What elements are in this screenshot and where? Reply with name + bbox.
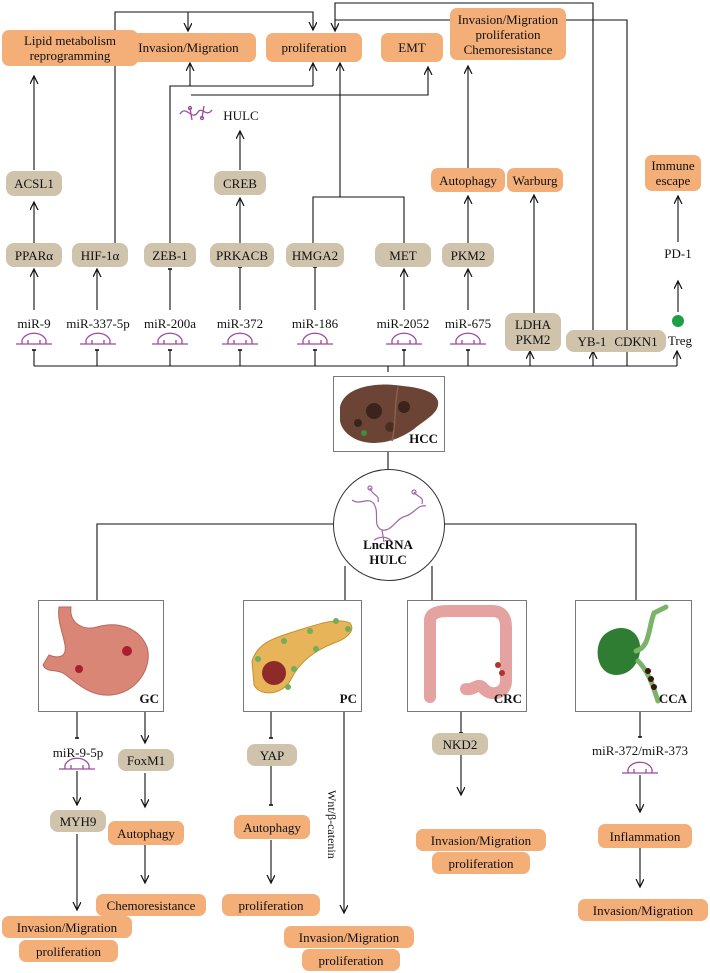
gallbladder-icon (597, 604, 669, 704)
pkm2-reg-label: PKM2 (515, 332, 551, 347)
mir337-label: miR-337-5p (66, 315, 130, 331)
gc-mir-label: miR-9-5p (52, 744, 104, 760)
proliferation-top-box: proliferation (266, 33, 362, 62)
crc-colon-panel: CRC (407, 600, 527, 712)
lncrna-hulc-circle (333, 469, 445, 581)
lipid-metabolism-box: Lipid metabolism reprogramming (2, 30, 138, 66)
combo-line-1: Invasion/Migration (457, 11, 559, 27)
hmga2-box: HMGA2 (286, 243, 344, 267)
lncrna-structure-icon (351, 485, 427, 543)
mirna-glyph (450, 332, 486, 345)
stomach-icon (42, 606, 149, 696)
mirna-glyph (222, 332, 258, 345)
nkd2-box: NKD2 (432, 733, 488, 755)
gc-label: GC (139, 691, 160, 706)
pc-pancreas-panel: PC (243, 600, 362, 712)
hulc-label: HULC (223, 107, 259, 123)
treg-label: Treg (667, 332, 693, 348)
pd1-label: PD-1 (664, 245, 692, 261)
mir9-label: miR-9 (17, 315, 51, 331)
hcc-label: HCC (409, 431, 438, 446)
mir372-label: miR-372 (216, 315, 264, 331)
yap-box: YAP (247, 744, 297, 766)
ldha-label: LDHA (514, 317, 552, 332)
hcc-liver-panel: HCC (333, 376, 445, 452)
gc-proliferation-box: proliferation (19, 940, 118, 962)
mirna-glyph (80, 332, 116, 345)
mir675-label: miR-675 (444, 315, 492, 331)
hif1a-box: HIF-1α (72, 243, 128, 267)
yb1-box: YB-1 (566, 330, 618, 352)
pc-invasion-box: Invasion/Migration (284, 926, 414, 948)
pc-proliferation2-box: proliferation (302, 949, 400, 971)
gc-invasion-box: Invasion/Migration (2, 916, 132, 938)
pc-autophagy-box: Autophagy (234, 815, 310, 839)
gc-stomach-panel: GC (38, 600, 164, 712)
mir186-label: miR-186 (291, 315, 339, 331)
crc-label: CRC (493, 691, 522, 706)
gc-autophagy-box: Autophagy (108, 821, 184, 845)
mirna-glyph (297, 332, 333, 345)
creb-box: CREB (214, 171, 266, 195)
lncrna-hulc-label: LncRNA HULC (333, 537, 443, 567)
treg-cell-icon (672, 315, 684, 327)
immune-escape-box: Immune escape (645, 155, 701, 191)
mirna-glyph (386, 332, 422, 345)
mir2052-label: miR-2052 (376, 315, 430, 331)
acsl1-box: ACSL1 (6, 171, 62, 196)
combo-line-2: proliferation (475, 26, 541, 42)
wnt-beta-catenin-label: Wnt/β-catenin (325, 790, 339, 859)
ldha-pkm2-box: LDHA PKM2 (505, 313, 561, 351)
crc-proliferation-box: proliferation (432, 852, 530, 874)
hulc-molecule-glyph (179, 105, 213, 121)
colon-icon (424, 605, 512, 703)
pancreas-icon (251, 618, 353, 694)
mir200a-label: miR-200a (144, 315, 196, 331)
lipid-label: Lipid metabolism reprogramming (23, 33, 117, 63)
mirna-glyph (152, 332, 188, 345)
inflammation-box: Inflammation (598, 824, 692, 848)
pkm2-box: PKM2 (442, 243, 494, 267)
cca-invasion-box: Invasion/Migration (578, 899, 708, 921)
autophagy-hcc-box: Autophagy (431, 168, 505, 192)
met-box: MET (375, 243, 431, 267)
combo-outcome-box: Invasion/Migration proliferation Chemore… (450, 8, 566, 60)
warburg-box: Warburg (507, 168, 563, 192)
prkacb-box: PRKACB (210, 243, 274, 267)
immune-escape-label: Immune escape (651, 158, 695, 188)
combo-line-3: Chemoresistance (463, 41, 553, 57)
cca-gallbladder-panel: CCA (575, 600, 692, 712)
zeb1-box: ZEB-1 (144, 243, 196, 267)
liver-icon (340, 384, 439, 443)
cca-label: CCA (658, 691, 687, 706)
invasion-migration-top-box: Invasion/Migration (121, 33, 256, 62)
pc-proliferation-box: proliferation (222, 894, 320, 916)
cdkn1-box: CDKN1 (606, 330, 666, 352)
crc-invasion-box: Invasion/Migration (416, 829, 546, 851)
mirna-glyph (622, 761, 658, 774)
mirna-glyph (59, 757, 95, 770)
pc-label: PC (339, 691, 357, 706)
hulc-word: HULC (369, 552, 407, 567)
myh9-box: MYH9 (50, 810, 106, 832)
cca-mir-label: miR-372/miR-373 (591, 742, 689, 758)
ppara-box: PPARα (6, 243, 62, 267)
mirna-glyph (16, 332, 52, 345)
foxm1-box: FoxM1 (118, 749, 174, 771)
gc-chemoresistance-box: Chemoresistance (96, 894, 206, 916)
lncrna-word: LncRNA (363, 537, 413, 552)
emt-box: EMT (381, 33, 443, 62)
